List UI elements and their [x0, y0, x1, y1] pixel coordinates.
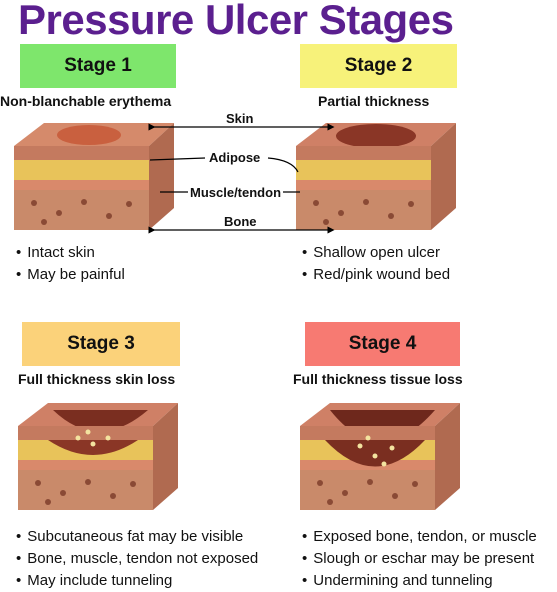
stage-4-label: Stage 4 [348, 333, 417, 354]
list-item: May be painful [16, 264, 125, 286]
list-item: Intact skin [16, 242, 125, 264]
page-title: Pressure Ulcer Stages [18, 0, 454, 43]
stage-2-header: Stage 2 [300, 44, 457, 88]
list-item: Undermining and tunneling [302, 570, 537, 592]
stage-1-header: Stage 1 [20, 44, 176, 88]
list-item: Subcutaneous fat may be visible [16, 526, 258, 548]
skin-label: Skin [224, 111, 256, 126]
muscle-tendon-label: Muscle/tendon [188, 185, 284, 200]
stage-4-header: Stage 4 [305, 322, 460, 366]
stage-3-subtitle: Full thickness skin loss [18, 371, 176, 387]
stage-1-bullets: Intact skin May be painful [16, 242, 125, 286]
stage-2-bullets: Shallow open ulcer Red/pink wound bed [302, 242, 450, 286]
list-item: Slough or eschar may be present [302, 548, 537, 570]
stage-1-illustration [14, 123, 174, 230]
list-item: Exposed bone, tendon, or muscle [302, 526, 536, 548]
stage-4-subtitle: Full thickness tissue loss [293, 371, 463, 387]
stage-4-illustration [300, 403, 460, 510]
list-item: Bone, muscle, tendon not exposed [16, 548, 258, 570]
adipose-label: Adipose [207, 150, 263, 165]
stage-2-label: Stage 2 [344, 55, 413, 76]
stage-3-bullets: Subcutaneous fat may be visible Bone, mu… [16, 526, 258, 592]
stage-3-illustration [18, 403, 178, 510]
stage-2-illustration [296, 123, 456, 230]
stage-4-bullets: Exposed bone, tendon, or muscle Slough o… [302, 526, 537, 592]
list-item: Red/pink wound bed [302, 264, 450, 286]
bone-label: Bone [222, 214, 259, 229]
list-item: Shallow open ulcer [302, 242, 450, 264]
list-item: May include tunneling [16, 570, 258, 592]
stage-2-subtitle: Partial thickness [318, 93, 430, 109]
stage-1-subtitle: Non-blanchable erythema [0, 93, 172, 109]
stage-3-header: Stage 3 [22, 322, 180, 366]
stage-3-label: Stage 3 [67, 333, 135, 354]
stage-1-label: Stage 1 [64, 55, 132, 76]
